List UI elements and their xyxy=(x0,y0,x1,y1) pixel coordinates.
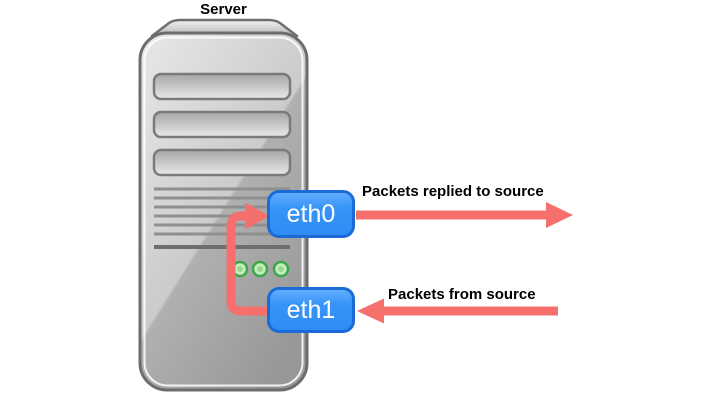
eth1-interface-badge: eth1 xyxy=(267,287,355,333)
led-indicators xyxy=(231,260,290,278)
arrowhead-right xyxy=(546,202,573,228)
drive-bay-slot xyxy=(152,110,292,139)
incoming-arrow-left xyxy=(357,298,558,324)
drive-bay-slot xyxy=(152,72,292,101)
led-center xyxy=(237,266,243,272)
incoming-flow-label: Packets from source xyxy=(388,286,536,303)
arrowhead-left xyxy=(357,298,384,324)
drive-bay-slot xyxy=(152,148,292,177)
eth0-label: eth0 xyxy=(286,199,336,228)
led-center xyxy=(278,266,284,272)
diagram-title: Server xyxy=(200,1,247,18)
led-center xyxy=(257,266,263,272)
internal-routing-connector xyxy=(226,202,270,316)
eth1-label: eth1 xyxy=(286,295,336,324)
arrowhead-into-eth0 xyxy=(245,202,270,230)
reply-arrow-right xyxy=(356,202,573,228)
eth0-interface-badge: eth0 xyxy=(267,190,355,238)
reply-flow-label: Packets replied to source xyxy=(362,183,544,200)
drive-bays xyxy=(152,72,292,177)
